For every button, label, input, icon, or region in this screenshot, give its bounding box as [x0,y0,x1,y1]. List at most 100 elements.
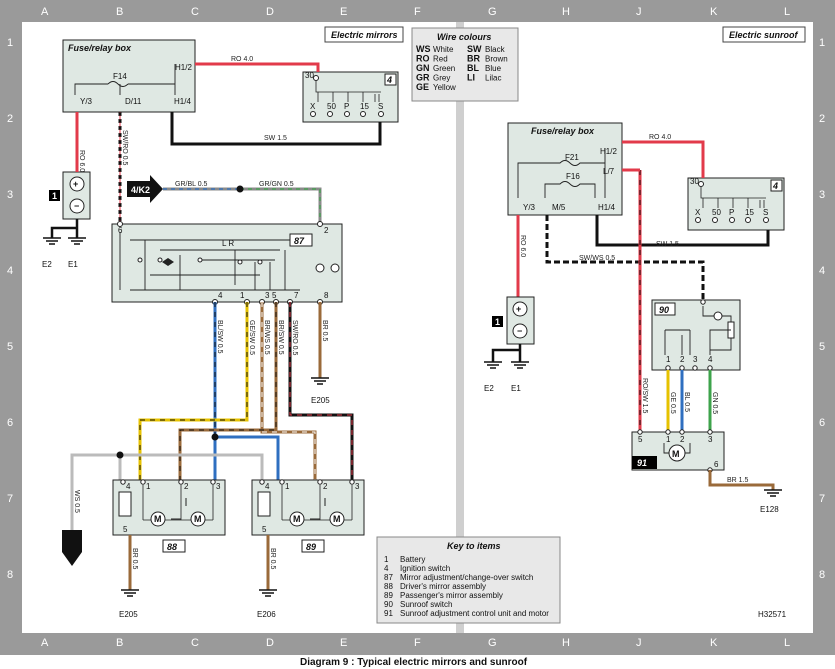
right-battery-minus-icon [512,323,528,339]
wire-colours-title: Wire colours [437,32,491,42]
right-battery-num: 1 [495,317,500,327]
switch-87-diode-icon [162,258,174,266]
right-wire-swws [545,215,705,300]
grid-col-bottom-E: E [340,637,347,649]
right-wire-ge-label: GE 0.5 [669,392,676,414]
wire-colour-code: LI [467,73,475,83]
diagram-caption: Diagram 9 : Typical electric mirrors and… [300,657,528,668]
grid-col-bottom-G: G [488,637,497,649]
ground-right-e1-icon [511,361,529,369]
right-ignition-pin-label: S [763,208,768,217]
svg-text:−: − [74,201,79,211]
left-wire-swro-label: SW/RO 0.5 [121,130,128,166]
grid-col-bottom-A: A [41,637,49,649]
left-ignition-terminal [378,111,384,117]
wire-colour-name: Black [485,45,506,54]
grid-row-left-1: 1 [7,37,13,49]
switch-90-terminal [665,365,671,371]
svg-text:+: + [516,304,521,314]
left-connector-4k2-arrow [127,175,163,203]
left-ignition-pin-label: S [378,102,383,111]
left-wire-grgn-label: GR/GN 0.5 [259,181,294,188]
right-battery-ground-wire [491,344,522,362]
left-wire-sw15-label: SW 1.5 [264,135,287,142]
mirror-89-number: 89 [306,542,316,552]
grid-col-top-C: C [191,6,199,18]
key-box [376,536,561,624]
right-wire-swws-label: SW/WS 0.5 [579,255,615,262]
mirror-89-direction-arrows [310,498,326,520]
unit-91-terminal [679,429,685,435]
mirror-88-heater [118,491,132,517]
grid-row-left-8: 8 [7,569,13,581]
mirrors-title: Electric mirrors [331,30,398,40]
wire-colour-code: WS [416,44,431,54]
mirror-88-motor-icon-a [150,511,166,527]
grid-col-top-E: E [340,6,347,18]
wire-colour-code: BR [467,54,480,64]
left-wire-grbl-label: GR/BL 0.5 [175,181,208,188]
key-item-number: 1 [384,555,389,564]
splice-dot-blsw [211,433,219,441]
sunroof-title-box [722,26,806,43]
grid-col-bottom-B: B [116,637,123,649]
wire-colour-code: GN [416,63,430,73]
left-pin-y3: Y/3 [80,97,93,106]
right-pin-h12: H1/2 [600,147,617,156]
right-fuse-f21: F21 [565,153,579,162]
key-item-label: Mirror adjustment/change-over switch [400,573,533,582]
left-pin-h14: H1/4 [174,97,191,106]
mirror-88-pin-label: 2 [184,482,189,491]
mirror-88-direction-arrows [171,498,187,520]
mirror-89-terminal [317,479,323,485]
switch-87-number: 87 [294,236,305,246]
mirror-88-pin-label: 5 [123,525,128,534]
mirror-88-pin-label: 3 [216,482,221,491]
right-pin-l7: L/7 [603,167,615,176]
grid-row-right-5: 5 [819,341,825,353]
mirror-88-motor-label: M [194,514,202,524]
mirror-89-motor-icon-b [329,511,345,527]
switch-87-wire-label: BR 0.5 [321,320,328,342]
right-ignition-label-box [770,179,783,192]
left-battery-plus-icon [69,176,85,192]
driver-mirror-88 [112,479,226,536]
left-connector-4k2: 4/K2 [131,185,150,195]
mirror-89-heater [257,491,271,517]
left-e2: E2 [42,260,52,269]
key-item-label: Battery [400,555,425,564]
wire-colour-code: SW [467,44,482,54]
left-e205-upper: E205 [311,396,330,405]
right-ignition-terminal [745,217,751,223]
left-pin-h12: H1/2 [175,63,192,72]
wire-colour-code: BL [467,63,479,73]
switch-87-pin-label: 1 [240,291,245,300]
unit-91-pin-label: 3 [708,435,713,444]
mirror-88-number: 88 [167,542,177,552]
right-e1: E1 [511,384,521,393]
ground-e205-icon [311,377,329,385]
grid-row-left-5: 5 [7,341,13,353]
switch-90-pin-label: 1 [666,355,671,364]
grid-col-bottom-C: C [191,637,199,649]
right-e2: E2 [484,384,494,393]
unit-91-pin-label: 5 [638,435,643,444]
right-fuse-box [507,122,623,216]
left-wire-ro40 [195,62,320,72]
switch-87-contact [157,257,163,263]
ground-e206-icon [259,589,277,597]
grid-row-right-2: 2 [819,113,825,125]
unit-91-terminal [665,429,671,435]
key-item-label: Sunroof adjustment control unit and moto… [400,609,549,618]
right-ignition-contacts [700,187,766,208]
switch-87-wire-label: BL/SW 0.5 [216,320,223,354]
mirror-89-terminal [349,479,355,485]
switch-87-lamp-icon-b [330,263,340,273]
grid-col-bottom-H: H [562,637,570,649]
switch-87-pin-label: 2 [324,226,329,235]
key-item-number: 90 [384,600,393,609]
mirror-88-terminal [120,479,126,485]
right-wire-br [708,470,775,490]
grid-col-top-K: K [710,6,718,18]
